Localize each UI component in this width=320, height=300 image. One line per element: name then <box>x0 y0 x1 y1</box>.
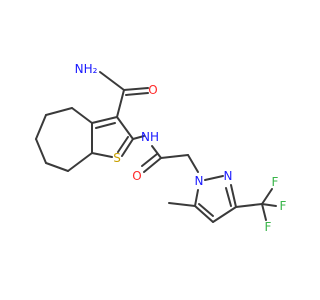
bond-cf3-f-bottom <box>261 203 267 221</box>
bond-c3-c4 <box>212 206 237 223</box>
atom-label-f-right: F <box>280 199 287 213</box>
bond-c5-methyl <box>168 202 196 207</box>
bonds <box>35 71 277 223</box>
bond-c6-c7 <box>35 138 47 164</box>
bond-n2-c3-double <box>225 187 232 207</box>
atom-label-f-top: F <box>272 175 279 189</box>
atom-label-f-bottom: F <box>265 220 272 234</box>
bond-c3-camide <box>116 89 125 118</box>
bond-cacyl-o <box>143 157 162 173</box>
bond-s-c7a <box>91 152 113 158</box>
bond-c3-cf3 <box>235 203 263 208</box>
bond-c2-s <box>121 138 134 157</box>
bond-c3-c2 <box>116 116 134 140</box>
atom-label-ring-s: S <box>113 151 121 165</box>
atom-labels: NH₂ O NH S O N N F F F <box>75 62 287 234</box>
bond-c5-c6 <box>35 114 47 140</box>
atom-label-amide-n: NH₂ <box>75 62 98 76</box>
atom-label-pyrazole-n2: N <box>224 169 233 183</box>
bond-c3a-c3-double <box>95 122 116 129</box>
molecule-structure: NH₂ O NH S O N N F F F <box>35 62 287 234</box>
bond-c2-s-double <box>117 136 129 153</box>
bond-n2-c3 <box>230 184 237 208</box>
bond-nh-cacyl <box>151 145 162 159</box>
atom-label-acyl-o: O <box>132 169 141 183</box>
bond-cf3-f-right <box>261 203 277 207</box>
bond-c8-c7a <box>67 152 93 172</box>
bond-c7-c8 <box>45 162 69 172</box>
atom-label-pyrazole-n1: N <box>195 174 204 188</box>
bond-c-o-amide <box>123 87 149 91</box>
bond-c4-c5 <box>45 107 73 116</box>
bond-c5-n1 <box>194 189 199 207</box>
bond-cacyl-ch2 <box>160 154 189 159</box>
bond-c4-c5 <box>194 205 214 223</box>
bond-c3a-c4 <box>71 107 93 124</box>
bond-c-o-amide-double <box>125 92 149 96</box>
bond-c3a-c3 <box>91 116 118 124</box>
atom-label-amide-o: O <box>148 83 157 97</box>
bond-c2-nh <box>132 135 145 140</box>
bond-c-n-amide <box>99 71 125 91</box>
bond-n1-n2 <box>204 175 224 181</box>
bond-cf3-f-top <box>261 188 273 205</box>
bond-cacyl-o-double <box>141 153 158 167</box>
bond-ch2-n1 <box>187 154 199 173</box>
bond-c4-c5-double <box>198 203 214 217</box>
atom-label-nh: NH <box>141 130 159 144</box>
